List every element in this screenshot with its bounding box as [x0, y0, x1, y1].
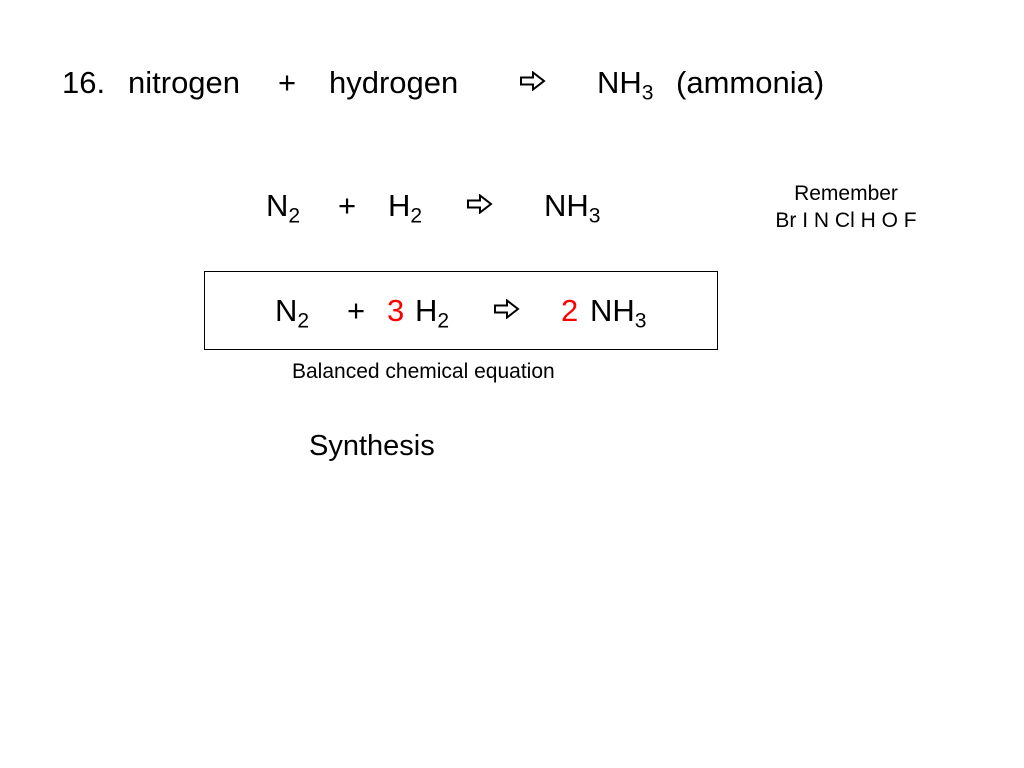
plus-sign: +: [347, 293, 366, 328]
reactant-n2: N2: [275, 293, 310, 333]
reactant-n2: N2: [266, 188, 301, 228]
plus-sign: +: [338, 188, 357, 223]
reactant-hydrogen: hydrogen: [329, 65, 459, 100]
product-formula: NH3: [597, 65, 654, 105]
remember-title: Remember: [794, 182, 898, 205]
reaction-type-label: Synthesis: [309, 430, 435, 462]
reactant-h2: H2: [415, 293, 450, 333]
reactant-nitrogen: nitrogen: [128, 65, 241, 100]
remember-note: Remember Br I N Cl H O F: [740, 180, 952, 234]
reactant-h2: H2: [388, 188, 423, 228]
balanced-equation-box: [204, 271, 718, 350]
product-nh3: NH3: [590, 293, 647, 333]
plus-sign: +: [278, 65, 297, 100]
hollow-right-arrow-icon: [494, 299, 520, 319]
problem-number: 16.: [62, 65, 106, 100]
hollow-right-arrow-icon: [467, 194, 493, 214]
product-nh3: NH3: [544, 188, 601, 228]
coefficient-nh3: 2: [561, 293, 579, 328]
coefficient-h2: 3: [387, 293, 405, 328]
hollow-right-arrow-icon: [520, 71, 546, 91]
balanced-equation-caption: Balanced chemical equation: [292, 360, 555, 383]
diatomic-elements-list: Br I N Cl H O F: [775, 209, 917, 232]
product-name: (ammonia): [676, 65, 825, 100]
